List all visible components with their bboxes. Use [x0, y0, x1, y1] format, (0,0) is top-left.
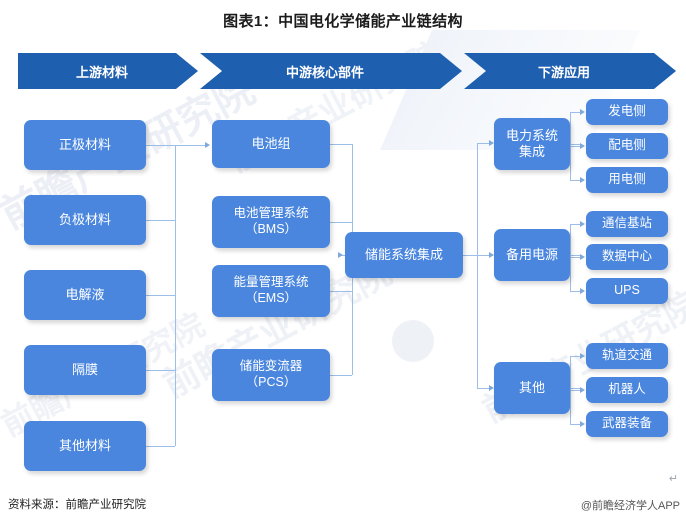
connector-line — [463, 255, 477, 256]
connector-line — [570, 180, 580, 181]
arrow-head — [580, 386, 585, 393]
connector-line — [175, 145, 205, 146]
node-label: 负极材料 — [58, 211, 111, 227]
node-label: 隔膜 — [71, 361, 98, 377]
node-label: 通信基站 — [601, 216, 652, 231]
connector-line — [570, 146, 580, 147]
node-distribution-side[interactable]: 配电侧 — [586, 133, 668, 159]
connector-line — [570, 224, 580, 225]
node-label: 其他材料 — [58, 437, 111, 453]
arrow-head — [489, 251, 494, 258]
connector-line — [330, 291, 352, 292]
node-telecom-base-station[interactable]: 通信基站 — [586, 211, 668, 237]
arrow-head — [580, 108, 585, 115]
connector-line — [570, 356, 580, 357]
node-label: 电池组 — [251, 135, 291, 151]
connector-line — [477, 143, 489, 144]
connector-line — [146, 145, 175, 146]
stage-header-midstream: 中游核心部件 — [200, 53, 462, 89]
connector-line — [570, 388, 582, 389]
arrow-head — [489, 384, 494, 391]
node-label: 数据中心 — [601, 249, 652, 264]
connector-line — [146, 446, 175, 447]
node-electrolyte[interactable]: 电解液 — [24, 270, 146, 320]
node-label-line1: 电池管理系统 — [233, 206, 309, 221]
node-robotics[interactable]: 机器人 — [586, 377, 668, 403]
node-backup-power[interactable]: 备用电源 — [494, 229, 570, 281]
connector-line — [477, 255, 489, 256]
node-energy-storage-system-integration[interactable]: 储能系统集成 — [345, 232, 463, 278]
arrow-head — [580, 287, 585, 294]
stage-header-label: 中游核心部件 — [285, 64, 364, 80]
node-ups[interactable]: UPS — [586, 278, 668, 304]
node-battery-pack[interactable]: 电池组 — [212, 120, 330, 168]
connector-line — [330, 222, 352, 223]
node-label: 其他 — [518, 379, 545, 395]
node-label: 机器人 — [608, 382, 646, 397]
connector-line — [570, 424, 580, 425]
connector-line — [330, 144, 352, 145]
node-label-line1: 电力系统 — [505, 127, 558, 143]
connector-bus-upstream — [175, 145, 176, 446]
connector-line — [570, 390, 580, 391]
node-other-applications[interactable]: 其他 — [494, 362, 570, 414]
source-note: 资料来源：前瞻产业研究院 — [8, 499, 146, 511]
arrow-head — [205, 141, 210, 148]
node-ems[interactable]: 能量管理系统 （EMS） — [212, 265, 330, 317]
connector-bus-downstream — [477, 143, 478, 388]
node-label: 备用电源 — [505, 246, 558, 262]
connector-line — [570, 255, 582, 256]
arrow-head — [580, 220, 585, 227]
node-label-line2: 集成 — [518, 144, 545, 159]
paragraph-mark-icon: ↵ — [668, 473, 678, 485]
node-label: 储能系统集成 — [364, 246, 443, 262]
connector-line — [477, 388, 489, 389]
node-other-materials[interactable]: 其他材料 — [24, 421, 146, 471]
connector-line — [570, 291, 580, 292]
stage-header-label: 上游材料 — [75, 64, 128, 80]
node-label: 发电侧 — [608, 104, 646, 119]
node-label-line2: （EMS） — [244, 291, 298, 305]
stage-header-upstream: 上游材料 — [18, 53, 198, 89]
node-label: 用电侧 — [608, 172, 646, 187]
arrow-head — [580, 352, 585, 359]
node-consumption-side[interactable]: 用电侧 — [586, 167, 668, 193]
arrow-head — [580, 253, 585, 260]
node-label: 电解液 — [65, 286, 105, 302]
connector-line — [570, 112, 580, 113]
node-bms[interactable]: 电池管理系统 （BMS） — [212, 196, 330, 248]
node-rail-transit[interactable]: 轨道交通 — [586, 343, 668, 369]
node-label: UPS — [614, 283, 640, 298]
node-label-line1: 储能变流器 — [239, 359, 303, 374]
node-label: 轨道交通 — [601, 348, 652, 363]
app-watermark-label: @前瞻经济学人APP — [580, 500, 680, 512]
node-cathode-material[interactable]: 正极材料 — [24, 120, 146, 170]
node-generation-side[interactable]: 发电侧 — [586, 99, 668, 125]
arrow-head — [580, 420, 585, 427]
chart-title: 图表1：中国电化学储能产业链结构 — [223, 13, 463, 30]
node-data-center[interactable]: 数据中心 — [586, 244, 668, 270]
node-label-line2: （PCS） — [245, 375, 297, 389]
node-label: 配电侧 — [608, 138, 646, 153]
node-weapons-equipment[interactable]: 武器装备 — [586, 411, 668, 437]
stage-header-downstream: 下游应用 — [464, 53, 676, 89]
stage-header-label: 下游应用 — [537, 64, 590, 80]
node-power-system-integration[interactable]: 电力系统 集成 — [494, 118, 570, 170]
arrow-head — [338, 251, 343, 258]
connector-line — [146, 370, 175, 371]
connector-line — [570, 257, 580, 258]
node-separator[interactable]: 隔膜 — [24, 345, 146, 395]
node-pcs[interactable]: 储能变流器 （PCS） — [212, 349, 330, 401]
node-label-line2: （BMS） — [244, 222, 298, 236]
connector-line — [146, 220, 175, 221]
arrow-head — [580, 176, 585, 183]
node-label: 武器装备 — [601, 416, 652, 431]
watermark-circle — [392, 320, 434, 362]
connector-line — [330, 375, 352, 376]
connector-line — [146, 295, 175, 296]
node-label: 正极材料 — [58, 136, 111, 152]
node-label-line1: 能量管理系统 — [233, 275, 309, 290]
node-anode-material[interactable]: 负极材料 — [24, 195, 146, 245]
arrow-head — [580, 142, 585, 149]
